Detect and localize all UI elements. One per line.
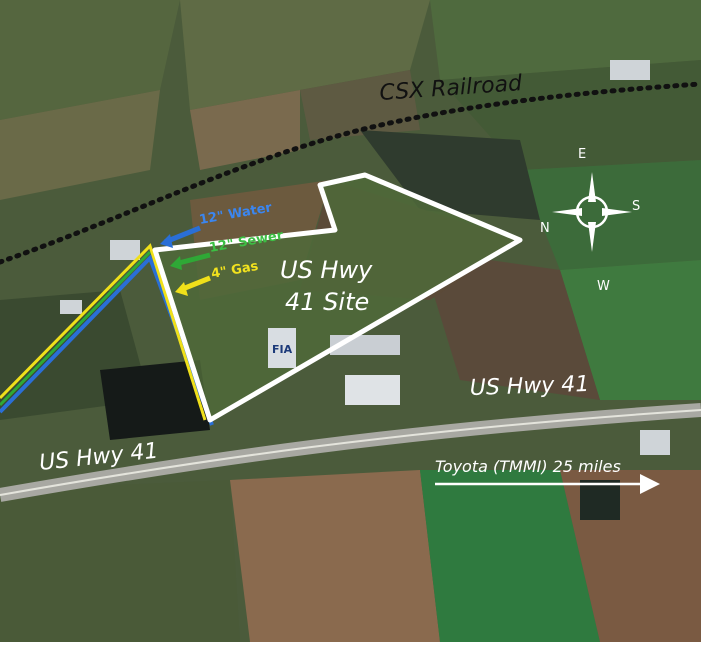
utility-callouts [160,225,211,296]
csx-railroad-line [0,81,701,265]
fia-building-label: FIA [272,343,293,356]
site-outline [152,172,523,423]
gas-line [0,243,207,421]
compass-e: E [578,147,586,162]
compass-rose [552,172,632,252]
compass-n: N [540,221,550,236]
buildings [60,60,670,455]
compass-s: S [632,199,640,214]
compass-w: W [597,279,610,294]
site-parcel [155,175,520,420]
toyota-label: Toyota (TMMI) 25 miles [435,457,621,476]
hwy-label-right: US Hwy 41 [469,372,589,401]
hwy-centerline [0,409,701,496]
site-label-line1: US Hwy [280,256,373,284]
sewer-line [0,250,152,407]
site-label-line2: 41 Site [285,288,369,316]
